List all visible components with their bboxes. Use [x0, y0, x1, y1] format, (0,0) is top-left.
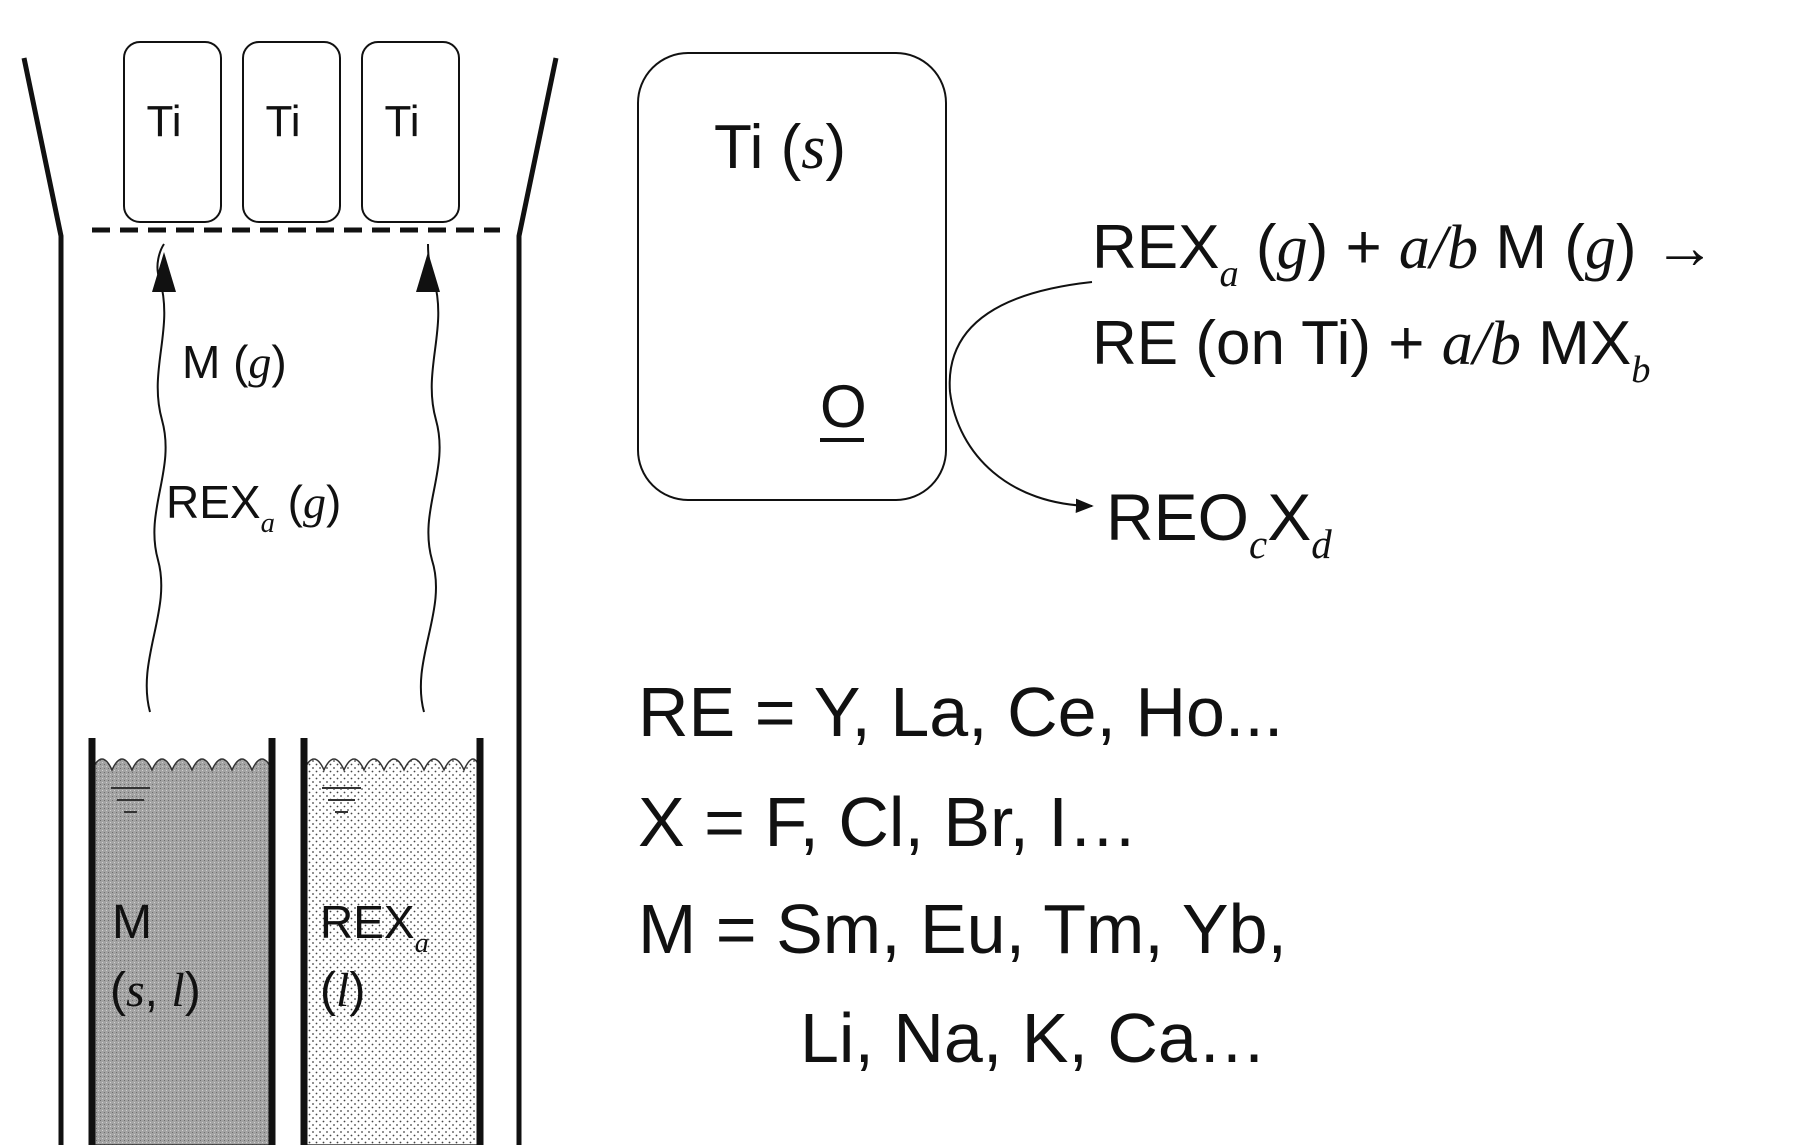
definition-m-2: Li, Na, K, Ca… [800, 999, 1267, 1077]
ti-block-2: Ti [242, 41, 341, 223]
vapor-arrow-right [419, 243, 441, 713]
definitions: RE = Y, La, Ce, Ho... X = F, Cl, Br, I… … [638, 673, 1287, 1077]
tube-left-wall [21, 57, 64, 1145]
liquid-rex [303, 758, 481, 1145]
m-gas-label: M (g) [182, 336, 287, 388]
apparatus: Ti Ti Ti M (g) REXa (g) M [21, 41, 559, 1145]
ti-block-label: Ti [146, 97, 181, 146]
crucible-rex-label-2: (l) [320, 964, 365, 1017]
crucible-rex: REXa (l) [300, 738, 484, 1145]
ti-block-label: Ti [265, 97, 300, 146]
tube-right-wall [516, 57, 559, 1145]
product-label: REOcXd [1106, 480, 1332, 567]
definition-re: RE = Y, La, Ce, Ho... [638, 673, 1283, 751]
definition-m-1: M = Sm, Eu, Tm, Yb, [638, 890, 1287, 968]
vapor-arrow-left-head [152, 252, 176, 292]
liquid-m [91, 758, 273, 1145]
ti-block-3: Ti [361, 41, 460, 223]
curve-to-product [949, 391, 1094, 513]
reaction-line-2: RE (on Ti) + a/b MXb [1092, 309, 1650, 391]
ti-particle-label: Ti (s) [714, 113, 846, 182]
rex-gas-label: REXa (g) [166, 476, 341, 539]
definition-x: X = F, Cl, Br, I… [638, 783, 1138, 861]
ti-block-label: Ti [384, 97, 419, 146]
vapor-arrow-left [145, 243, 167, 713]
curve-to-reaction [948, 281, 1093, 393]
ti-block-1: Ti [123, 41, 222, 223]
ti-particle: Ti (s) O [637, 52, 947, 501]
vapor-arrow-right-head [416, 252, 440, 292]
reaction-line-1: REXa (g) + a/b M (g) → [1092, 213, 1716, 295]
crucible-m-label-1: M [112, 896, 152, 949]
ti-particle-box [637, 52, 947, 501]
reaction-equation: REXa (g) + a/b M (g) → RE (on Ti) + a/b … [1092, 213, 1716, 567]
crucible-m-label-2: (s, l) [110, 964, 201, 1017]
crucible-m: M (s, l) [88, 738, 276, 1145]
crucible-rex-label-1: REXa [320, 896, 429, 959]
oxygen-label: O [820, 373, 867, 440]
